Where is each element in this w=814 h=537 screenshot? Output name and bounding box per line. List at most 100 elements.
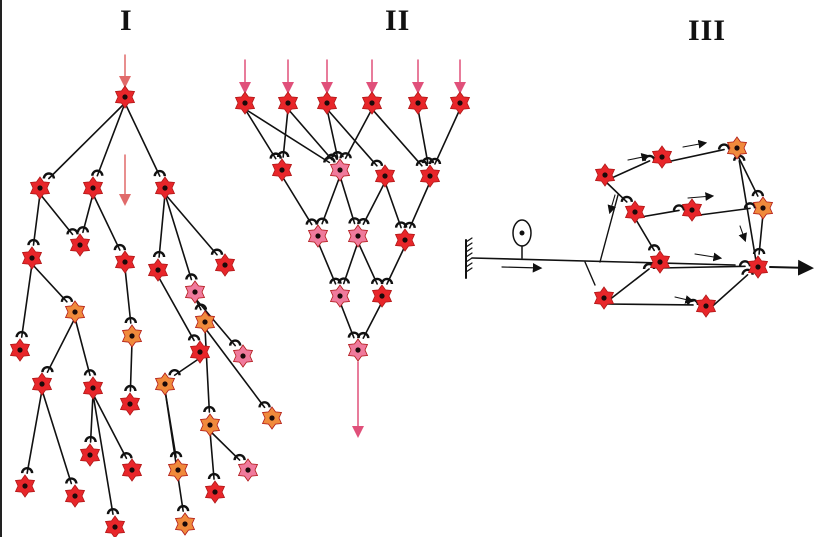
synapse-terminal <box>323 156 336 163</box>
neuron-nucleus <box>355 347 361 353</box>
axon-line <box>342 241 359 285</box>
neuron <box>419 164 441 188</box>
neuron <box>174 512 196 536</box>
axon-line <box>326 108 339 159</box>
synapse <box>370 159 384 167</box>
neuron <box>154 372 176 396</box>
synapse-terminal <box>124 384 137 392</box>
axon-line <box>74 317 91 377</box>
synapse-terminal <box>20 467 34 474</box>
neuron-nucleus <box>129 333 135 339</box>
neuron <box>232 344 254 368</box>
neuron-nucleus <box>37 185 43 191</box>
synapse-terminal <box>41 366 54 373</box>
axon-line <box>738 160 759 274</box>
synapse <box>27 238 40 246</box>
axon-line <box>282 108 289 158</box>
synapse <box>83 369 97 376</box>
axon-line <box>357 241 378 285</box>
neuron-nucleus <box>72 493 78 499</box>
neuron-nucleus <box>112 524 118 530</box>
direction-arrow <box>682 139 708 149</box>
panel-label-II: II <box>385 4 411 37</box>
neuron-nucleus <box>162 381 168 387</box>
neuron <box>681 198 703 222</box>
neuron <box>624 200 646 224</box>
axon-line <box>46 317 76 373</box>
axon-line <box>164 193 193 281</box>
neuron-nucleus <box>29 255 35 261</box>
neuron <box>214 253 236 277</box>
synapse <box>106 508 120 515</box>
synapse-terminal <box>337 277 350 284</box>
neuron-nucleus <box>162 185 168 191</box>
neuron <box>69 233 91 257</box>
electrode-probe <box>512 219 532 247</box>
direction-arrow <box>687 192 715 201</box>
axon-line <box>758 213 764 255</box>
axon-line <box>434 108 461 165</box>
synapse <box>210 248 224 255</box>
wall-hatch <box>465 237 473 243</box>
synapse <box>717 143 731 150</box>
axon-line <box>41 389 73 485</box>
synapse <box>66 228 79 235</box>
neuron <box>82 176 104 200</box>
synapse-terminal <box>106 508 120 515</box>
axon-line <box>408 181 431 229</box>
neuron-nucleus <box>17 347 23 353</box>
neuron <box>154 176 176 200</box>
neuron-nucleus <box>245 467 251 473</box>
neuron-nucleus <box>337 293 343 299</box>
neuron <box>104 515 126 537</box>
neuron-nucleus <box>689 207 695 213</box>
reverberating-circuit-panel <box>465 136 814 318</box>
neuron-nucleus <box>155 267 161 273</box>
synapse-terminal <box>269 152 282 159</box>
synapse-terminal <box>187 334 201 341</box>
neuron-nucleus <box>39 381 45 387</box>
signal-arrow <box>501 263 543 273</box>
neuron-nucleus <box>315 233 321 239</box>
synapse <box>42 172 56 179</box>
axon-line <box>26 389 43 474</box>
synapse-terminal <box>672 204 686 211</box>
synapse <box>152 250 166 258</box>
neuron-nucleus <box>182 521 188 527</box>
neuron <box>167 458 189 482</box>
axon-line <box>362 181 386 225</box>
synapse-terminal <box>258 401 271 408</box>
synapse <box>357 331 370 339</box>
axon-line <box>317 241 337 285</box>
divergent-circuit-panel <box>9 54 283 537</box>
neuron-nucleus <box>369 100 375 106</box>
neuron-nucleus <box>382 173 388 179</box>
axon-line <box>634 217 655 252</box>
synapse <box>60 295 74 303</box>
axon-line <box>204 327 266 409</box>
neuron-nucleus <box>337 167 343 173</box>
synapse-terminal <box>403 221 416 229</box>
neuron-nucleus <box>77 242 83 248</box>
synapse-terminal <box>203 405 216 413</box>
neuron-nucleus <box>402 237 408 243</box>
wall-hatch <box>465 242 473 248</box>
synapse <box>194 303 208 310</box>
axon-line <box>31 263 68 303</box>
panel-label-III: III <box>688 14 727 47</box>
synapse <box>207 472 221 480</box>
axon-line <box>417 108 429 164</box>
neuron <box>271 158 293 182</box>
neuron <box>114 85 136 109</box>
neuron <box>307 224 329 248</box>
neuron-nucleus <box>87 452 93 458</box>
neuron <box>261 406 283 430</box>
synapse-terminal <box>84 435 97 443</box>
synapse-terminal <box>717 143 731 150</box>
synapse-terminal <box>743 202 757 209</box>
axon-line <box>20 263 33 338</box>
synapse <box>258 401 271 408</box>
neuron-nucleus <box>601 295 607 301</box>
neuron-nucleus <box>175 467 181 473</box>
